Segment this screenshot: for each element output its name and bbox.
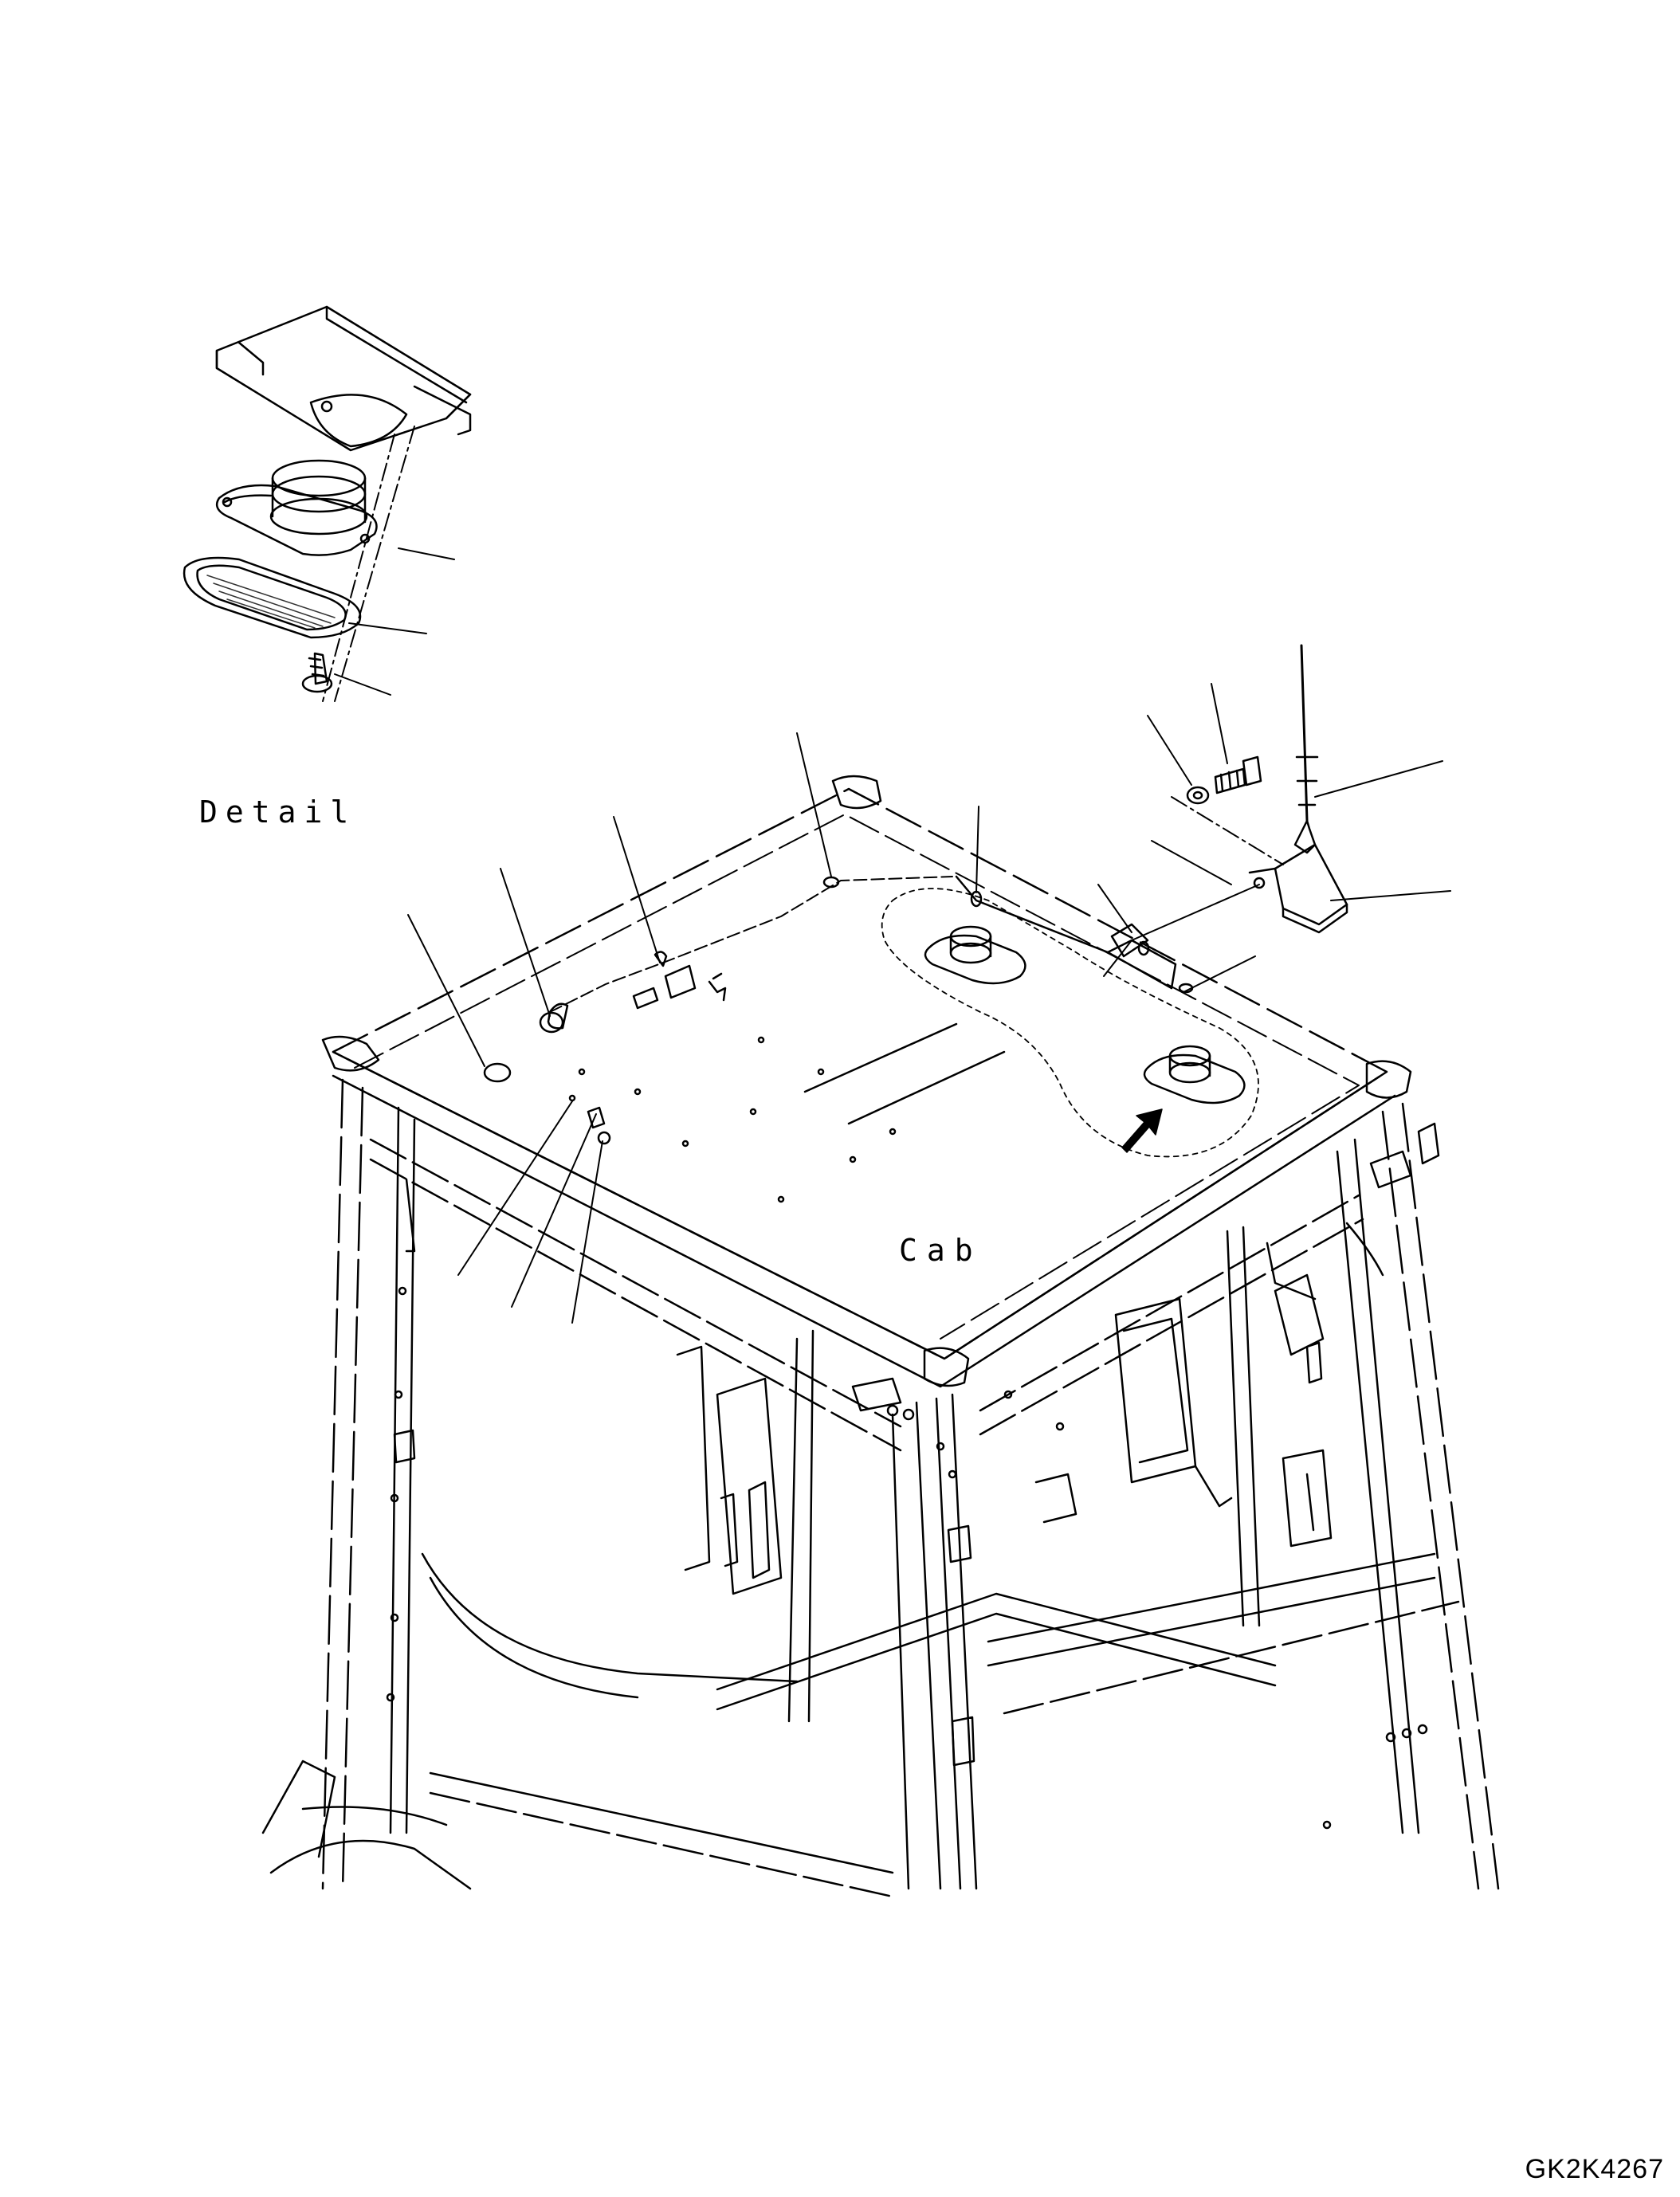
drawing-code: GK2K4267 (1525, 2154, 1664, 2184)
detail-label: Detail (199, 794, 357, 830)
antenna-bolt (1214, 755, 1262, 794)
roof-corner-bracket (831, 775, 882, 810)
detail-speaker-assembly (183, 305, 472, 702)
roof-speaker-left (924, 925, 1026, 985)
antenna-assembly (1103, 644, 1451, 977)
roof-speaker-right (1143, 1045, 1246, 1104)
cab-frame (261, 732, 1500, 1898)
antenna-rod (1300, 644, 1309, 822)
speaker-grille (183, 556, 362, 639)
black-arrow-icon (1121, 1108, 1163, 1153)
cab-label: Cab (899, 1233, 983, 1268)
antenna-washer (1186, 786, 1210, 805)
speaker-unit (215, 459, 378, 556)
speaker-screw (301, 652, 333, 693)
antenna-bracket (1274, 843, 1348, 926)
roof-corner-bracket (923, 1347, 970, 1387)
roof-corner-bracket (321, 1035, 380, 1072)
roof-corner-bracket (1365, 1060, 1412, 1099)
speaker-mount-bracket (215, 305, 472, 452)
